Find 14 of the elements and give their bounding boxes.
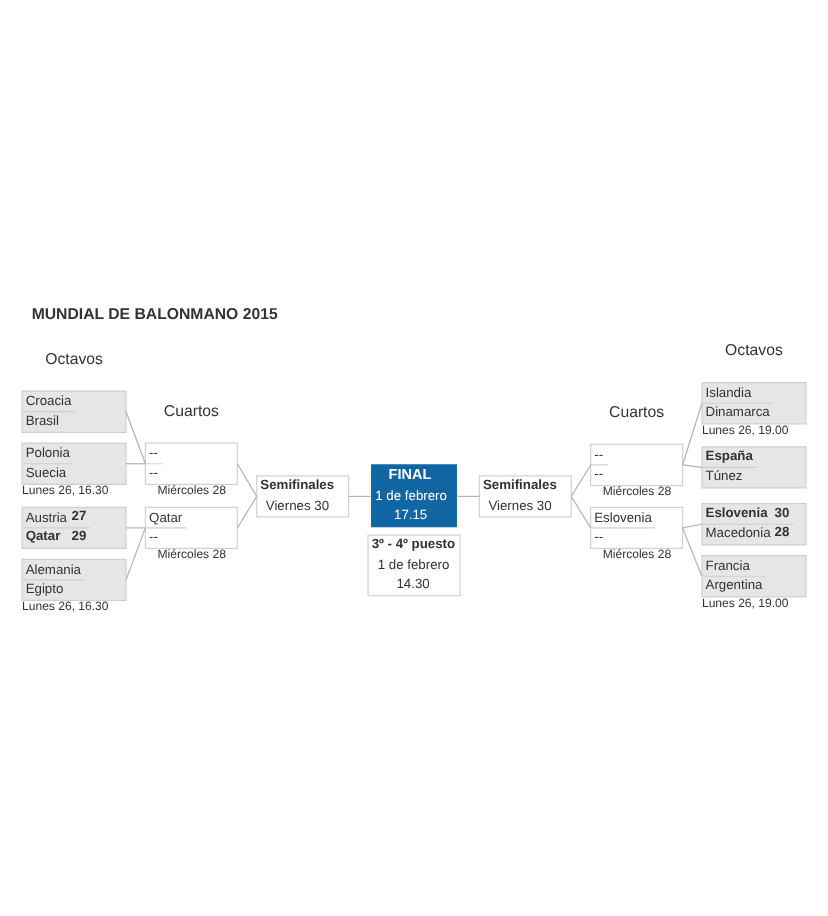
connector [570,495,592,529]
connector [125,527,147,581]
connector [681,464,703,468]
connector [348,495,372,497]
connector [125,411,147,465]
connector [456,495,480,497]
connector [236,463,258,497]
connector [681,402,703,466]
connector [681,523,703,529]
connector [236,495,258,529]
connector [681,527,703,577]
connector [125,527,147,529]
connector [125,463,147,465]
connector [570,464,592,497]
